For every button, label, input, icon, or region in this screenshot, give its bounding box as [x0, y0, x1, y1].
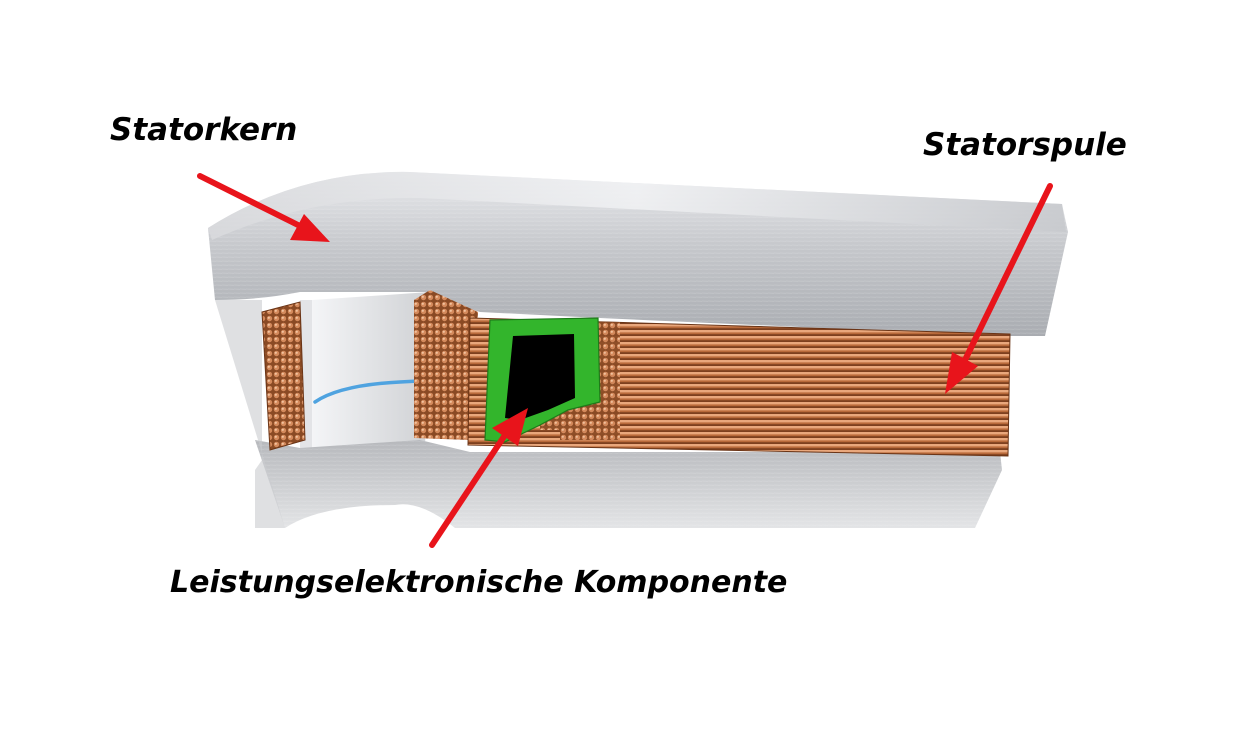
- label-power-component: Leistungselektronische Komponente: [170, 565, 788, 600]
- arrow-stator-coil: [945, 183, 1053, 394]
- stator-core: [208, 171, 1068, 528]
- arrow-power-component: [429, 408, 528, 548]
- label-stator-coil: Statorspule: [923, 127, 1127, 163]
- arrow-stator-core: [197, 173, 330, 242]
- coil-end-left: [261, 301, 306, 451]
- arrows: [197, 173, 1053, 548]
- signal-wire: [313, 374, 512, 404]
- label-stator-core: Statorkern: [110, 112, 298, 148]
- power-electronic-component: [484, 317, 601, 443]
